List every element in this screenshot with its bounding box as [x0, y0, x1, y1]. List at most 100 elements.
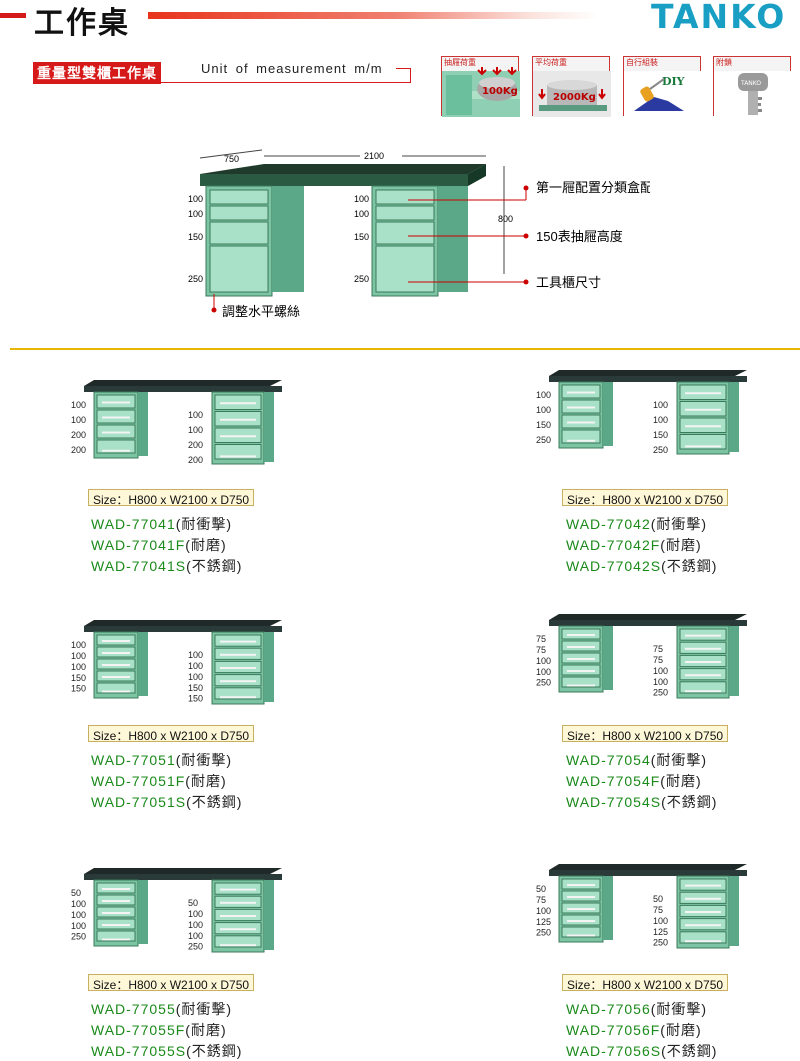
- drawer-dimension: 100: [188, 931, 203, 941]
- model-finish: (耐衝擊): [650, 752, 708, 768]
- tabletop-front: [84, 626, 282, 632]
- model-finish: (耐衝擊): [175, 752, 233, 768]
- model-code: WAD-77054: [566, 752, 651, 768]
- drawer-dimension: 250: [71, 932, 86, 942]
- page-title: 工作桌: [34, 6, 130, 41]
- drawer-handle: [220, 915, 256, 917]
- drawer: [679, 641, 727, 654]
- drawer-handle: [567, 670, 595, 672]
- drawer-handle: [685, 647, 721, 650]
- size-label: Size：H800 x W2100 x D750: [88, 489, 255, 507]
- drawer-handle: [102, 401, 130, 404]
- drawer-handle: [567, 884, 595, 886]
- drawer-dim: 250: [354, 274, 369, 284]
- drawer: [214, 882, 262, 895]
- width-label: 2100: [364, 151, 384, 161]
- model-code: WAD-77056: [566, 1001, 651, 1017]
- cabinet-side: [264, 632, 274, 702]
- size-label: Size：H800 x W2100 x D750: [562, 489, 729, 507]
- drawer-dimension: 100: [536, 390, 551, 400]
- drawer: [561, 676, 601, 688]
- drawer: [214, 674, 262, 687]
- drawer-handle: [685, 911, 721, 913]
- key-icon: TANKO: [714, 71, 792, 117]
- model-finish: (耐衝擊): [650, 516, 708, 532]
- model-code: WAD-77051S: [91, 794, 187, 810]
- model-code: WAD-77041: [91, 516, 176, 532]
- drawer: [214, 687, 262, 700]
- drawer: [375, 189, 435, 205]
- model-code: WAD-77054F: [566, 773, 661, 789]
- drawer-dimension: 75: [536, 634, 546, 644]
- model-number: WAD-77051(耐衝擊): [91, 750, 232, 770]
- drawer-handle: [685, 392, 721, 395]
- drawer-load-icon: 100Kg: [442, 67, 520, 117]
- tabletop-front: [200, 174, 468, 186]
- drawer-handle: [220, 680, 256, 683]
- drawer-dimension: 100: [188, 920, 203, 930]
- model-code: WAD-77041S: [91, 558, 187, 574]
- drawer-dimension: 150: [71, 673, 86, 683]
- model-number: WAD-77055(耐衝擊): [91, 999, 232, 1019]
- drawer-dimension: 75: [653, 644, 663, 654]
- drawer-dimension: 100: [188, 672, 203, 682]
- left-cabinet-side: [272, 186, 304, 292]
- drawer-handle: [102, 431, 130, 434]
- drawer-dim: 150: [354, 232, 369, 242]
- drawer-dimension: 100: [71, 899, 86, 909]
- drawer-handle: [567, 658, 595, 660]
- drawer-dimension: 100: [653, 916, 668, 926]
- callout-text: 150表抽屜高度: [536, 229, 623, 244]
- subtitle-line-cap: [396, 68, 411, 69]
- model-finish: (耐衝擊): [175, 1001, 233, 1017]
- drawer-dimension: 250: [536, 435, 551, 445]
- cabinet-side: [603, 626, 613, 690]
- drawer-dim: 100: [354, 209, 369, 219]
- drawer-dimension: 50: [71, 888, 81, 898]
- model-finish: (不銹鋼): [661, 794, 718, 810]
- cabinet-side: [138, 632, 148, 696]
- model-code: WAD-77051: [91, 752, 176, 768]
- drawer-handle: [685, 634, 721, 637]
- drawer: [561, 926, 601, 938]
- cabinet-side: [138, 392, 148, 456]
- drawer-dimension: 100: [536, 656, 551, 666]
- category-badge: 重量型雙櫃工作桌: [33, 62, 161, 84]
- drawer: [209, 245, 269, 293]
- drawer-handle: [102, 640, 130, 642]
- tabletop-top: [200, 164, 486, 174]
- subtitle-underline: [33, 82, 411, 83]
- model-code: WAD-77054S: [566, 794, 662, 810]
- drawer-handle: [220, 435, 256, 438]
- tabletop-front: [84, 874, 282, 880]
- model-number: WAD-77055F(耐磨): [91, 1020, 227, 1040]
- drawer-handle: [102, 690, 130, 693]
- drawer-dimension: 200: [188, 455, 203, 465]
- drawer-dimension: 250: [653, 688, 668, 698]
- cabinet-side: [729, 626, 739, 696]
- drawer-handle: [567, 391, 595, 394]
- callout-text: 工具櫃尺寸: [536, 275, 601, 290]
- drawer: [209, 189, 269, 205]
- model-number: WAD-77056S(不銹鋼): [566, 1041, 717, 1061]
- tabletop-top: [549, 370, 747, 376]
- drawer-dimension: 75: [536, 895, 546, 905]
- drawer-dimension: 250: [653, 445, 668, 455]
- model-code: WAD-77051F: [91, 773, 186, 789]
- tabletop-front: [84, 386, 282, 392]
- feature-average-load: 平均荷重 2000Kg: [532, 56, 611, 117]
- model-code: WAD-77055F: [91, 1022, 186, 1038]
- model-code: WAD-77042S: [566, 558, 662, 574]
- model-number: WAD-77042S(不銹鋼): [566, 556, 717, 576]
- brand-logo: TANKO: [651, 0, 787, 36]
- drawer-handle: [220, 944, 256, 947]
- drawer-dim: 100: [188, 194, 203, 204]
- screwdriver-icon: DIY: [624, 71, 702, 117]
- drawer-dim: 150: [188, 232, 203, 242]
- drawer-dimension: 100: [653, 666, 668, 676]
- model-finish: (耐磨): [660, 537, 702, 553]
- drawer: [209, 205, 269, 221]
- drawer-handle: [102, 924, 130, 926]
- drawer-handle: [102, 652, 130, 654]
